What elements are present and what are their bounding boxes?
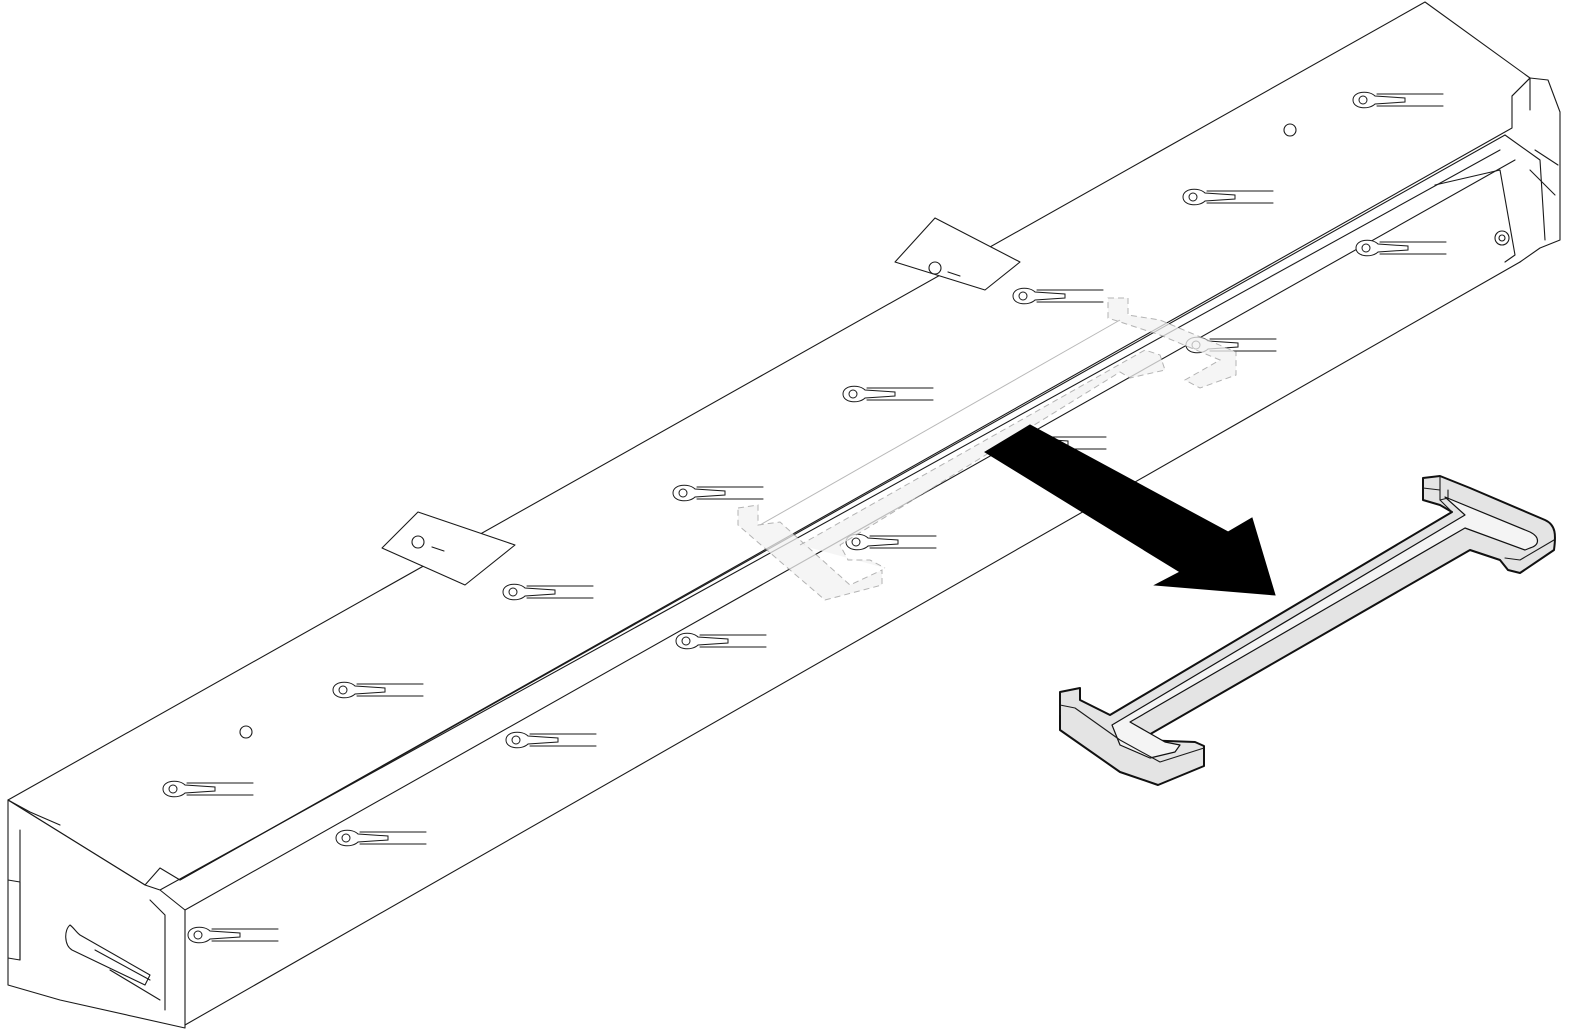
keyhole-slot-icon [1355,239,1447,257]
keyhole-slot-icon [162,780,254,798]
keyhole-slot-icon [1182,188,1274,206]
keyhole-slot-icon [672,484,764,502]
mounting-tab-right [894,217,1021,291]
keyhole-slot-icon [845,533,937,551]
bracket-original-position [737,297,1237,601]
keyhole-slot-icon [1352,91,1444,109]
removal-arrow-icon [984,424,1276,596]
keyhole-slot-icon [842,385,934,403]
t-shaped-cable-bracket-icon [1059,475,1556,786]
keyhole-slot-icon [505,731,597,749]
keyhole-slot-icon [187,926,279,944]
keyhole-slot-icon [332,681,424,699]
keyhole-slot-icon [335,829,427,847]
keyhole-slot-icon [1012,287,1104,305]
mounting-tab-left [381,511,516,586]
keyhole-slot-icon [502,583,594,601]
cable-cage [7,1,1561,1029]
keyhole-slot-icon [675,632,767,650]
